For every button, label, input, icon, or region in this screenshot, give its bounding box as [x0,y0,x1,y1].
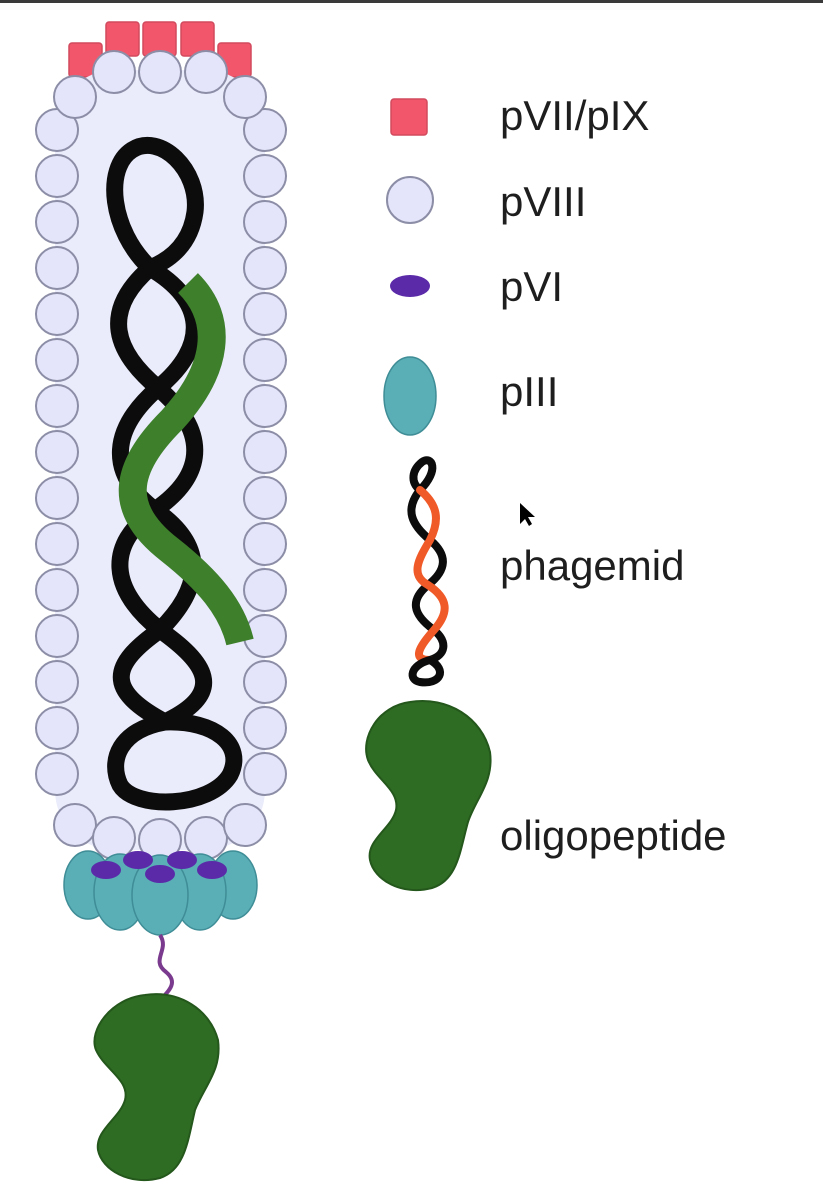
pviii-protein [243,430,287,474]
pviii-protein [138,50,182,94]
red-square-icon [390,98,428,136]
pviii-protein [243,476,287,520]
pviii-protein [53,75,97,119]
twisted-strand-icon [407,456,449,687]
capsid-interior [55,70,265,850]
pviii-protein [243,154,287,198]
pvi-protein [167,851,197,869]
phagemid-dna [106,136,243,811]
pviii-protein [243,246,287,290]
pvi-proteins [91,851,227,883]
mouse-cursor-icon [520,503,535,526]
legend-label-pvii-pix: pVII/pIX [500,92,650,139]
pviii-protein [35,338,79,382]
pviii-protein [35,660,79,704]
pviii-protein [223,803,267,847]
oligopeptide-gene-insert [118,273,254,646]
pviii-protein [243,200,287,244]
pviii-protein [243,108,287,152]
pviii-protein [35,752,79,796]
pviii-protein [35,200,79,244]
pviii-protein [35,384,79,428]
pviii-protein [35,292,79,336]
pviii-protein [243,660,287,704]
pviii-protein [35,246,79,290]
pviii-coat [35,50,287,862]
pviii-protein [243,338,287,382]
pvi-protein [123,851,153,869]
pviii-protein [243,568,287,612]
pviii-protein [92,50,136,94]
pviii-protein [243,522,287,566]
lavender-circle-icon [386,176,434,224]
piii-proteins [63,850,258,936]
purple-oval-icon [390,275,430,297]
pviii-protein [35,568,79,612]
pviii-protein [35,522,79,566]
legend-label-piii: pIII [500,368,559,415]
legend-label-phagemid: phagemid [500,542,685,589]
pvi-protein [91,861,121,879]
legend-icons [365,98,492,892]
pviii-protein [35,614,79,658]
pvi-protein [145,865,175,883]
peptide-linker [157,933,174,1002]
pviii-protein [92,816,136,860]
pviii-protein [223,75,267,119]
pviii-protein [184,50,228,94]
pviii-protein [35,154,79,198]
pviii-protein [243,752,287,796]
teal-oval-icon [383,356,437,436]
pvi-protein [197,861,227,879]
pviii-protein [35,476,79,520]
pviii-protein [243,384,287,428]
legend-label-pvi: pVI [500,263,564,310]
pviii-protein [184,816,228,860]
legend-label-pviii: pVIII [500,178,587,225]
pviii-protein [243,292,287,336]
top-border-line [0,0,823,3]
pviii-protein [53,803,97,847]
displayed-oligopeptide [93,993,220,1182]
legend-label-oligopeptide: oligopeptide [500,812,727,859]
pviii-protein [243,706,287,750]
green-blob-icon [365,700,492,892]
pviii-protein [35,706,79,750]
pviii-protein [35,430,79,474]
